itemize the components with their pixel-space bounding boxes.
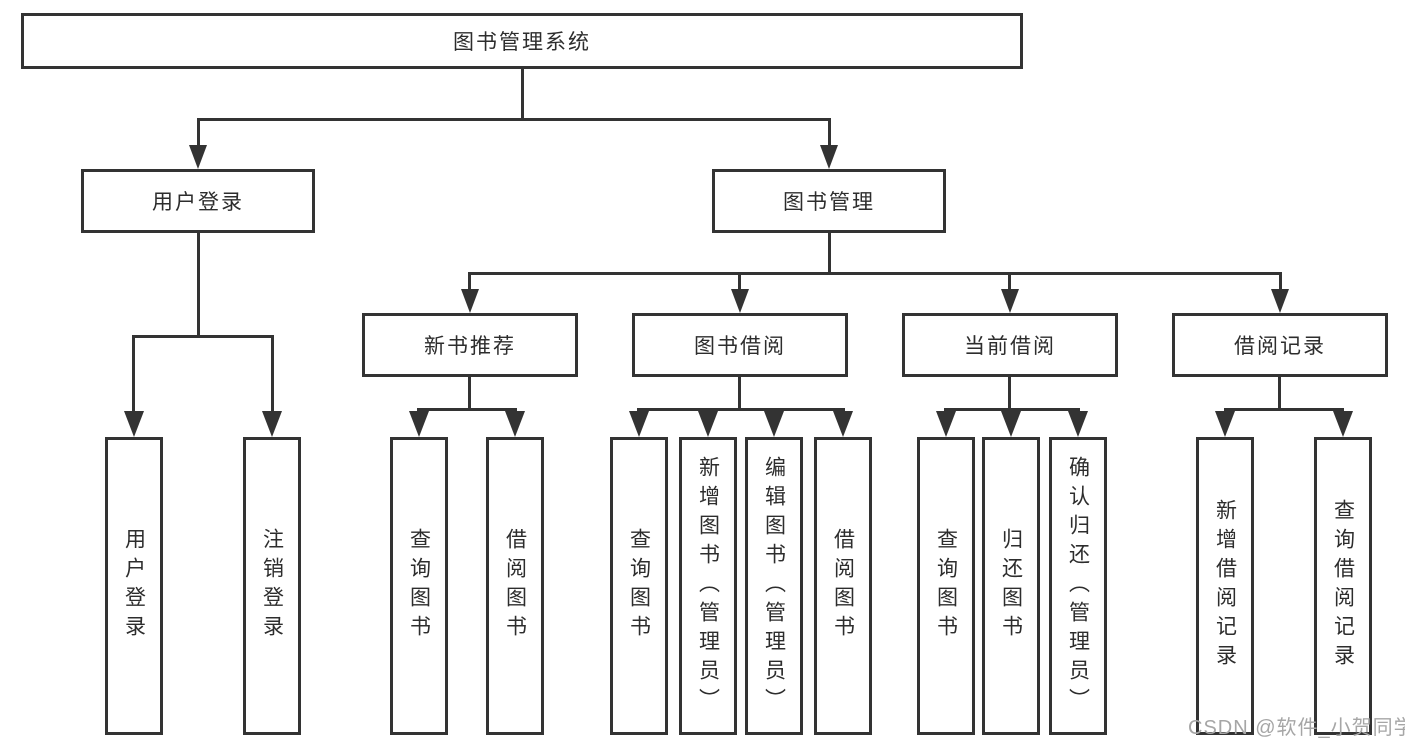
connector-line [944,408,1080,411]
connector-line [132,335,135,413]
node-label: 借阅记录 [1234,335,1326,358]
connector-line [1279,272,1282,291]
connector-line [197,233,200,337]
arrow-down-icon [833,411,853,437]
connector-line [828,233,831,275]
arrow-down-icon [1271,289,1289,313]
node-user-login: 用户登录 [81,169,315,233]
arrow-down-icon [1001,289,1019,313]
leaf-query-books: 查询图书 [610,437,668,735]
arrow-down-icon [461,289,479,313]
leaf-add-borrow-record: 新增借阅记录 [1196,437,1254,735]
leaf-label: 新增图书（管理员） [696,455,720,717]
leaf-label: 注销登录 [260,528,284,644]
leaf-return-books: 归还图书 [982,437,1040,735]
connector-line [197,118,831,121]
connector-line [468,272,471,291]
connector-line [132,335,274,338]
arrow-down-icon [820,145,838,169]
node-label: 图书管理 [783,191,875,214]
node-library-management-system: 图书管理系统 [21,13,1023,69]
connector-line [521,69,524,120]
connector-line [468,377,471,411]
connector-line [828,118,831,147]
csdn-watermark: CSDN @软件_小贺同学 [1188,717,1405,739]
leaf-borrow-books: 借阅图书 [814,437,872,735]
arrow-down-icon [505,411,525,437]
connector-line [1224,408,1344,411]
leaf-label: 查询图书 [934,528,958,644]
node-label: 新书推荐 [424,335,516,358]
leaf-label: 借阅图书 [831,528,855,644]
node-label: 图书借阅 [694,335,786,358]
leaf-label: 查询图书 [407,528,431,644]
connector-line [468,272,1282,275]
connector-line [1008,377,1011,411]
leaf-label: 新增借阅记录 [1213,499,1237,673]
connector-line [197,118,200,147]
arrow-down-icon [629,411,649,437]
arrow-down-icon [124,411,144,437]
node-new-book-recommend: 新书推荐 [362,313,578,377]
node-current-borrowing: 当前借阅 [902,313,1118,377]
leaf-label: 用户登录 [122,528,146,644]
node-label: 当前借阅 [964,335,1056,358]
arrow-down-icon [1215,411,1235,437]
arrow-down-icon [189,145,207,169]
leaf-label: 归还图书 [999,528,1023,644]
leaf-label: 确认归还（管理员） [1066,455,1090,717]
arrow-down-icon [1001,411,1021,437]
leaf-borrow-books-recommend: 借阅图书 [486,437,544,735]
leaf-label: 借阅图书 [503,528,527,644]
arrow-down-icon [1333,411,1353,437]
node-borrowing-records: 借阅记录 [1172,313,1388,377]
connector-line [271,335,274,413]
leaf-label: 编辑图书（管理员） [762,455,786,717]
leaf-user-login: 用户登录 [105,437,163,735]
arrow-down-icon [936,411,956,437]
arrow-down-icon [409,411,429,437]
node-book-management: 图书管理 [712,169,946,233]
leaf-query-books-current: 查询图书 [917,437,975,735]
connector-line [637,408,845,411]
connector-line [417,408,517,411]
leaf-edit-books-admin: 编辑图书（管理员） [745,437,803,735]
arrow-down-icon [731,289,749,313]
leaf-query-borrow-record: 查询借阅记录 [1314,437,1372,735]
leaf-confirm-return-admin: 确认归还（管理员） [1049,437,1107,735]
arrow-down-icon [764,411,784,437]
leaf-add-books-admin: 新增图书（管理员） [679,437,737,735]
node-book-borrowing: 图书借阅 [632,313,848,377]
leaf-query-books-recommend: 查询图书 [390,437,448,735]
node-label: 用户登录 [152,191,244,214]
arrow-down-icon [1068,411,1088,437]
arrow-down-icon [262,411,282,437]
node-label: 图书管理系统 [453,31,591,54]
connector-line [738,377,741,411]
connector-line [738,272,741,291]
connector-line [1278,377,1281,411]
leaf-label: 查询借阅记录 [1331,499,1355,673]
leaf-label: 查询图书 [627,528,651,644]
connector-line [1008,272,1011,291]
arrow-down-icon [698,411,718,437]
leaf-logout: 注销登录 [243,437,301,735]
